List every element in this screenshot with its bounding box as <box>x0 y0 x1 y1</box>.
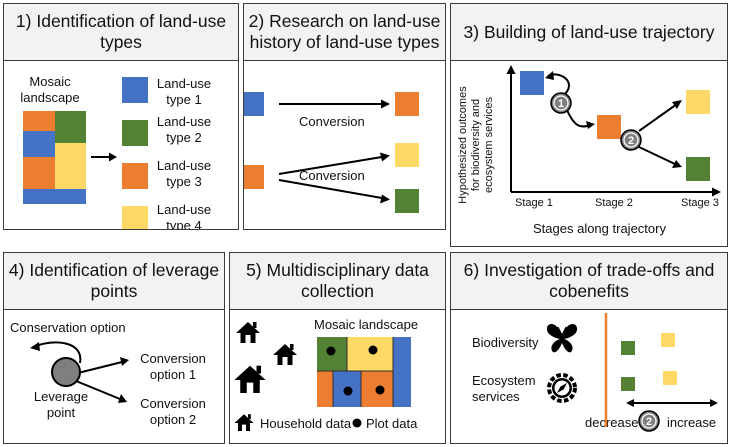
panel-4-title-text: 4) Identification of leverage points <box>8 260 220 301</box>
leverage-point-label: Leverage point <box>33 389 89 420</box>
panel-1-title-text: 1) Identification of land-use types <box>15 11 227 52</box>
blue-origin-square <box>244 92 264 116</box>
panel-land-use-trajectory: 3) Building of land-use trajectory Hypot… <box>450 3 728 247</box>
panel-6-title-text: 6) Investigation of trade-offs and coben… <box>463 260 715 301</box>
panel-leverage-points: 4) Identification of leverage points Con… <box>3 252 225 444</box>
panel-2-graphics <box>244 92 419 213</box>
panel-trade-offs: 6) Investigation of trade-offs and coben… <box>450 252 728 444</box>
conservation-option-label: Conservation option <box>10 320 126 335</box>
land-use-type-4-label: Land-use type 4 <box>156 202 212 230</box>
marker-2-text: 2 <box>628 135 634 147</box>
conversion-option-1-label: Conversion option 1 <box>140 351 206 382</box>
panel-1-graphics <box>23 77 148 229</box>
house-icon-legend <box>234 414 254 431</box>
es-increase-yellow <box>663 371 677 385</box>
butterfly-icon <box>546 323 578 353</box>
decrease-label: decrease <box>585 415 639 430</box>
yellow-target-square <box>395 143 419 167</box>
mosaic-landscape <box>23 111 86 204</box>
panel-3-graphics: 1 2 <box>506 65 721 197</box>
panel-land-use-history: 2) Research on land-use history of land-… <box>243 3 446 230</box>
leverage-point-circle <box>51 357 81 387</box>
marker-2: 2 <box>620 129 642 151</box>
panel-2-title: 2) Research on land-use history of land-… <box>244 4 445 61</box>
stage-2-orange <box>597 115 621 139</box>
panel-1-title: 1) Identification of land-use types <box>4 4 238 61</box>
panel-3-title: 3) Building of land-use trajectory <box>451 4 727 61</box>
plot-dot-icon <box>368 345 378 355</box>
stage-1-label: Stage 1 <box>515 197 553 209</box>
marker-1: 1 <box>550 92 572 114</box>
plot-dot-icon-legend <box>352 418 362 428</box>
land-use-swatch-green <box>122 120 148 146</box>
land-use-type-3-label: Land-use type 3 <box>156 158 212 189</box>
house-icon <box>234 365 266 393</box>
conversion-label-1: Conversion <box>299 114 365 129</box>
biodiversity-increase-yellow <box>661 333 675 347</box>
plot-dot-icon <box>343 386 353 396</box>
plot-dot-icon <box>375 385 385 395</box>
stage-2-label: Stage 2 <box>595 197 633 209</box>
plot-data-legend: Plot data <box>366 416 418 431</box>
panel-2-title-text: 2) Research on land-use history of land-… <box>248 11 441 52</box>
panel-data-collection: 5) Multidisciplinary data collection Mos… <box>229 252 446 444</box>
increase-label: increase <box>667 415 717 430</box>
panel-6-title: 6) Investigation of trade-offs and coben… <box>451 253 727 310</box>
conversion-label-2: Conversion <box>299 168 365 183</box>
land-use-type-2-label: Land-use type 2 <box>156 114 212 145</box>
panel-5-title: 5) Multidisciplinary data collection <box>230 253 445 310</box>
stage-3-label: Stage 3 <box>681 197 719 209</box>
marker-2-trade-off: 2 <box>638 410 660 432</box>
biodiversity-decrease-green <box>621 341 635 355</box>
ecosystem-services-label: Ecosystem services <box>472 373 536 404</box>
orange-target-square <box>395 92 419 116</box>
compass-gear-icon <box>547 373 577 403</box>
es-decrease-green <box>621 377 635 391</box>
panel-5-title-text: 5) Multidisciplinary data collection <box>246 260 429 301</box>
mosaic-landscape-label-2: Mosaic landscape <box>314 317 419 332</box>
plot-dot-icon <box>326 346 336 356</box>
house-icon <box>236 322 260 343</box>
marker-1-text: 1 <box>558 98 564 110</box>
green-target-square <box>395 189 419 213</box>
marker-2-trade-off-text: 2 <box>646 416 652 428</box>
stage-3-yellow <box>686 90 710 114</box>
land-use-type-1-label: Land-use type 1 <box>156 76 212 107</box>
land-use-swatch-yellow <box>122 206 148 229</box>
panel-4-title: 4) Identification of leverage points <box>4 253 224 310</box>
panel-land-use-types: 1) Identification of land-use types Mosa… <box>3 3 239 230</box>
panel-3-title-text: 3) Building of land-use trajectory <box>463 21 715 42</box>
house-icon <box>273 344 297 365</box>
stage-3-green <box>686 157 710 181</box>
mosaic-landscape-label: Mosaic landscape <box>20 74 80 105</box>
orange-origin-square <box>244 165 264 189</box>
land-use-swatch-orange <box>122 163 148 189</box>
mosaic-landscape-grid <box>317 337 411 407</box>
household-data-legend: Household data <box>260 416 352 431</box>
x-axis-label: Stages along trajectory <box>533 221 666 236</box>
biodiversity-label: Biodiversity <box>472 335 539 350</box>
stage-1-blue <box>520 71 544 95</box>
land-use-swatch-blue <box>122 77 148 103</box>
panel-4-graphics <box>30 341 129 403</box>
conversion-option-2-label: Conversion option 2 <box>140 396 206 427</box>
panel-6-graphics: 2 <box>546 313 718 432</box>
panel-5-graphics <box>234 322 411 431</box>
